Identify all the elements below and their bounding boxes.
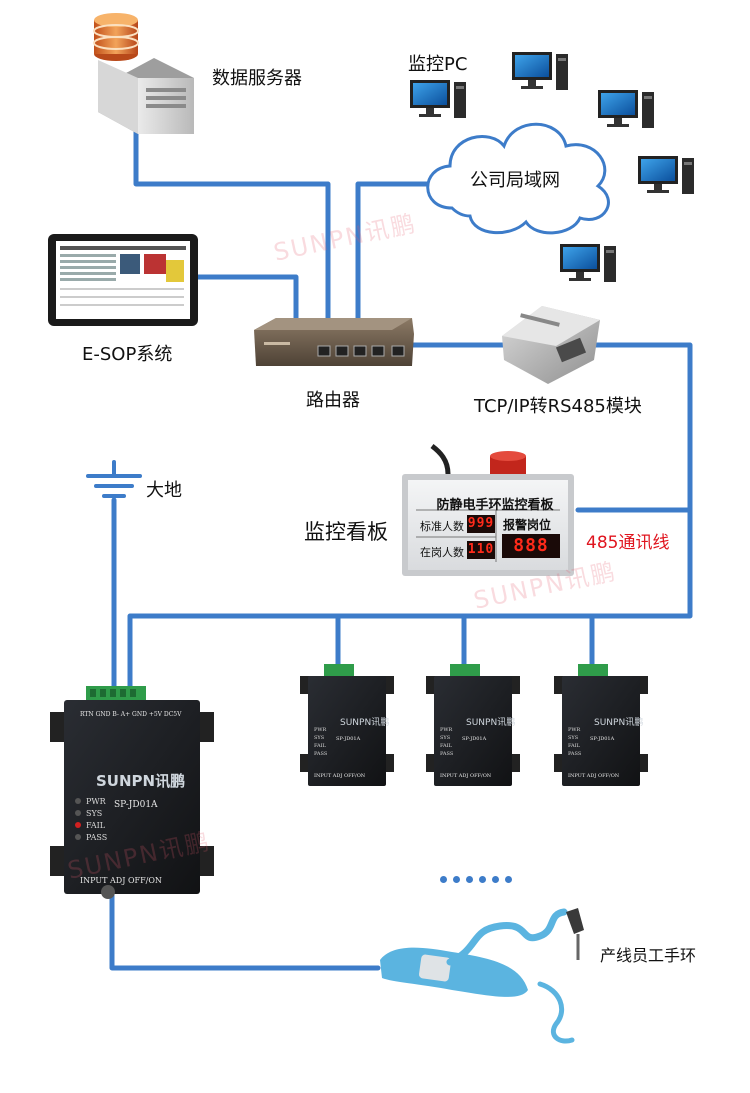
wrist-line (109, 889, 381, 971)
slave-device-model: SP-JD01A (590, 736, 615, 742)
esop-monitor-icon (48, 234, 198, 326)
board-row2-value: 110 (467, 541, 495, 559)
board-alarm-label: 报警岗位 (503, 518, 552, 532)
main-device-bottom-label: INPUT ADJ OFF/ON (80, 876, 162, 885)
monitor-board-label: 监控看板 (304, 520, 388, 544)
rs485-line-label: 485通讯线 (586, 533, 670, 553)
board-row1-value: 999 (467, 515, 495, 533)
module-bus-line (575, 342, 693, 513)
main-device-icon (50, 686, 214, 899)
data-server-label: 数据服务器 (212, 68, 302, 89)
wrist-strap-icon (380, 908, 584, 1044)
ground-icon (86, 460, 142, 498)
rs485-bus-line (127, 507, 693, 693)
slave-device-icon (554, 664, 648, 786)
esop-router-line (195, 274, 299, 321)
monitor-pc-label: 监控PC (408, 54, 468, 75)
server-router-line (133, 107, 331, 321)
slave-device-bottom-label: INPUT ADJ OFF/ON (568, 773, 620, 779)
ground-label: 大地 (146, 480, 182, 501)
board-alarm-value: 888 (502, 534, 560, 558)
slave-device-bottom-label: INPUT ADJ OFF/ON (314, 773, 366, 779)
board-row1-label: 标准人数 (420, 520, 464, 533)
slave-device-model: SP-JD01A (462, 736, 487, 742)
pc-icon (560, 244, 616, 282)
board-title: 防静电手环监控看板 (436, 498, 554, 513)
main-device-model: SP-JD01A (114, 800, 158, 810)
main-device-logo: SUNPN讯鹏 (96, 772, 186, 790)
tcpip-module-label: TCP/IP转RS485模块 (474, 396, 642, 417)
data-server-icon (93, 13, 194, 134)
router-icon (254, 318, 414, 366)
lan-cloud-icon (426, 122, 610, 235)
wristband-label: 产线员工手环 (600, 946, 697, 965)
slave-device-logo: SUNPN讯鹏 (340, 718, 390, 728)
slave-device-bottom-label: INPUT ADJ OFF/ON (440, 773, 492, 779)
connection-lines (109, 107, 693, 971)
slave-device-icon (426, 664, 520, 786)
esop-label: E-SOP系统 (82, 344, 173, 365)
pc-icon (598, 90, 654, 128)
slave-device-logo: SUNPN讯鹏 (466, 718, 516, 728)
tcpip-module-icon (502, 306, 600, 384)
monitor-pc-icons (410, 52, 694, 282)
router-label: 路由器 (306, 390, 360, 411)
company-lan-label: 公司局域网 (470, 170, 560, 191)
lan-router-line (355, 181, 441, 321)
pc-icon (512, 52, 568, 90)
pc-icon (638, 156, 694, 194)
main-device-port-label: RTN GND B- A+ GND +5V DC5V (80, 711, 182, 718)
slave-device-model: SP-JD01A (336, 736, 361, 742)
slave-device-logo: SUNPN讯鹏 (594, 718, 644, 728)
board-row2-label: 在岗人数 (420, 546, 464, 559)
pc-icon (410, 80, 466, 118)
more-devices-dots (440, 870, 518, 888)
slave-device-icon (300, 664, 394, 786)
